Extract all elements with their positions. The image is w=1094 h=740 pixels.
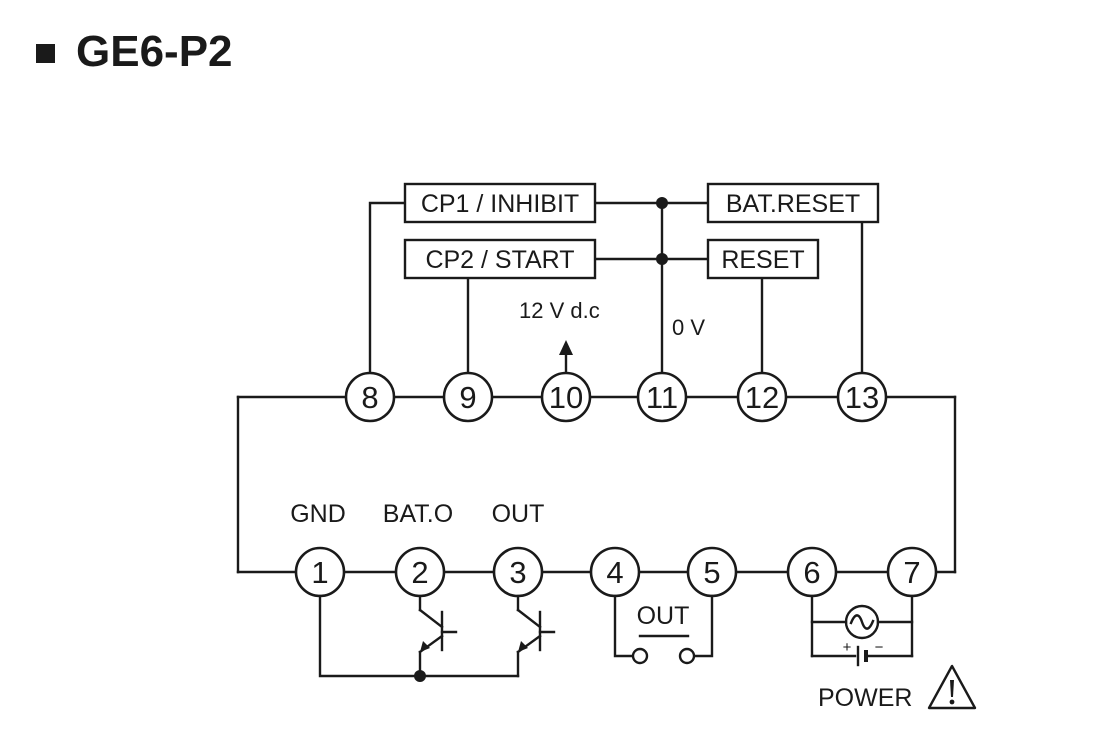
supply-voltage-label: 12 V d.c bbox=[519, 298, 600, 323]
gnd-label: GND bbox=[290, 500, 346, 528]
power-wiring bbox=[810, 594, 914, 658]
terminal-2-label: 2 bbox=[411, 555, 428, 590]
terminal-7: 7 bbox=[886, 546, 938, 598]
terminal-13-label: 13 bbox=[845, 380, 879, 415]
square-bullet-icon bbox=[36, 44, 55, 63]
terminal-7-label: 7 bbox=[903, 555, 920, 590]
minus-label: − bbox=[875, 639, 884, 656]
terminal-8-label: 8 bbox=[361, 380, 378, 415]
terminal-9-label: 9 bbox=[459, 380, 476, 415]
zero-volt-label: 0 V bbox=[672, 315, 705, 340]
cp1-inhibit-box: CP1 / INHIBIT bbox=[403, 182, 597, 224]
page-title: GE6-P2 bbox=[76, 27, 233, 76]
terminal-10-label: 10 bbox=[549, 380, 583, 415]
terminal-9: 9 bbox=[442, 371, 494, 423]
junction-dot bbox=[414, 670, 426, 682]
terminal-6: 6 bbox=[786, 546, 838, 598]
terminal-2: 2 bbox=[394, 546, 446, 598]
terminal-12-label: 12 bbox=[745, 380, 779, 415]
ac-source-icon bbox=[844, 604, 880, 640]
terminal-4: 4 bbox=[589, 546, 641, 598]
terminal-13: 13 bbox=[836, 371, 888, 423]
terminal-8: 8 bbox=[344, 371, 396, 423]
bat-o-label: BAT.O bbox=[383, 500, 453, 528]
terminal-12: 12 bbox=[736, 371, 788, 423]
terminal-3: 3 bbox=[492, 546, 544, 598]
warning-triangle-icon bbox=[927, 664, 977, 710]
junction-dot bbox=[656, 197, 668, 209]
terminal-11: 11 bbox=[636, 371, 688, 423]
reset-box: RESET bbox=[706, 238, 820, 280]
out-label: OUT bbox=[492, 500, 545, 528]
plus-label: + bbox=[843, 639, 852, 656]
terminal-11-label: 11 bbox=[646, 380, 678, 415]
relay-out-label: OUT bbox=[637, 602, 690, 630]
bat-reset-label: BAT.RESET bbox=[726, 190, 860, 218]
battery-icon bbox=[856, 645, 868, 667]
npn-transistor-icon bbox=[518, 641, 528, 652]
power-label: POWER bbox=[818, 684, 912, 712]
npn-transistor-icon bbox=[420, 641, 430, 652]
terminal-3-label: 3 bbox=[509, 555, 526, 590]
terminal-5-label: 5 bbox=[703, 555, 720, 590]
terminal-1-label: 1 bbox=[311, 555, 328, 590]
reset-label: RESET bbox=[721, 246, 804, 274]
terminal-10: 10 bbox=[540, 371, 592, 423]
bat-reset-box: BAT.RESET bbox=[706, 182, 880, 224]
relay-contact bbox=[613, 594, 714, 665]
terminal-4-label: 4 bbox=[606, 555, 623, 590]
transistor-wiring bbox=[318, 594, 556, 678]
junction-dot bbox=[656, 253, 668, 265]
cp2-start-box: CP2 / START bbox=[403, 238, 597, 280]
terminal-6-label: 6 bbox=[803, 555, 820, 590]
terminal-1: 1 bbox=[294, 546, 346, 598]
terminal-row-wires bbox=[236, 395, 957, 574]
cp2-start-label: CP2 / START bbox=[425, 246, 574, 274]
cp1-inhibit-label: CP1 / INHIBIT bbox=[421, 190, 579, 218]
terminal-5: 5 bbox=[686, 546, 738, 598]
top-wires bbox=[368, 201, 864, 383]
